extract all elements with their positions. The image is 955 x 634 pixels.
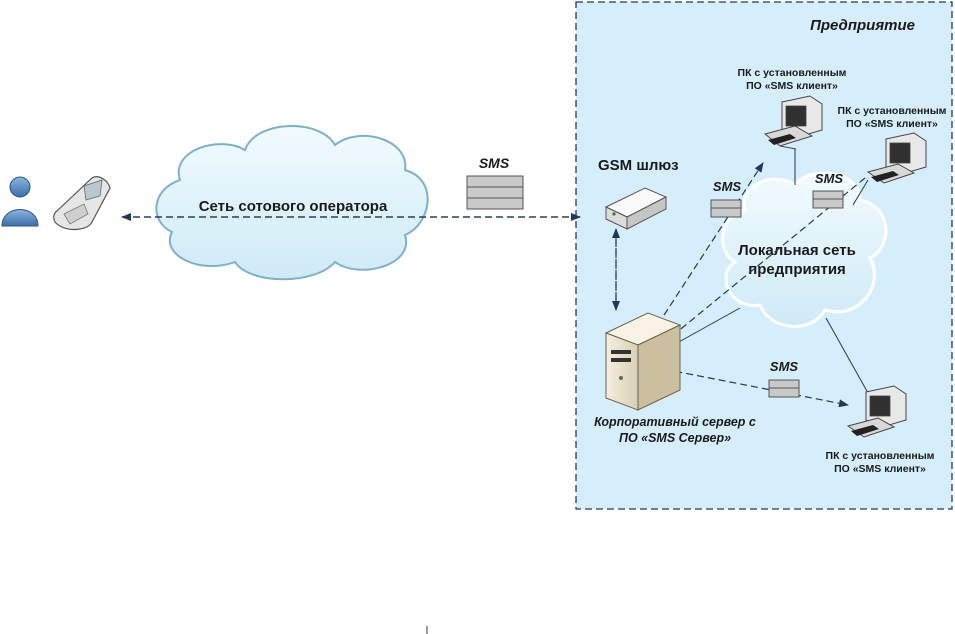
computer-icon [763, 95, 823, 150]
server-label-line2: ПО «SMS Сервер» [619, 431, 731, 445]
sms-label: SMS [713, 179, 742, 194]
sms-message-from-client2: SMS [812, 171, 844, 209]
gsm-gateway: GSM шлюз [598, 157, 679, 230]
client-label-line1: ПК с установленным [826, 450, 935, 462]
gateway-label: GSM шлюз [598, 157, 679, 174]
enterprise-title: Предприятие [810, 17, 915, 34]
mobile-phone-icon [53, 176, 111, 231]
client-label-line2: ПО «SMS клиент» [834, 463, 926, 475]
local-network-cloud: Локальная сеть предприятия [721, 171, 888, 328]
computer-icon [846, 385, 907, 438]
sms-message-to-client3: SMS [768, 359, 800, 398]
client-pc-1: ПК с установленным ПО «SMS клиент» [738, 67, 847, 150]
client-label-line2: ПО «SMS клиент» [846, 118, 938, 130]
client-label-line1: ПК с установленным [838, 105, 947, 117]
sms-label: SMS [815, 171, 844, 186]
local-network-label-line1: Локальная сеть [738, 242, 856, 259]
server-tower-icon [604, 312, 682, 411]
operator-network-cloud: Сеть сотового оператора [155, 125, 429, 281]
client-pc-2: ПК с установленным ПО «SMS клиент» [838, 105, 947, 184]
sms-message-stack: SMS [466, 155, 524, 210]
user-icon [1, 176, 39, 227]
local-network-label-line2: предприятия [748, 261, 846, 278]
client-pc-3: ПК с установленным ПО «SMS клиент» [826, 385, 935, 475]
sms-label: SMS [770, 359, 799, 374]
client-label-line1: ПК с установленным [738, 67, 847, 79]
sms-message-to-client1: SMS [710, 179, 742, 218]
corporate-server: Корпоративный сервер с ПО «SMS Сервер» [594, 312, 756, 445]
gsm-gateway-icon [604, 187, 668, 230]
computer-icon [866, 132, 927, 184]
sms-label: SMS [479, 155, 510, 171]
server-label-line1: Корпоративный сервер с [594, 415, 756, 429]
operator-network-label: Сеть сотового оператора [199, 198, 388, 215]
client-label-line2: ПО «SMS клиент» [746, 80, 838, 92]
